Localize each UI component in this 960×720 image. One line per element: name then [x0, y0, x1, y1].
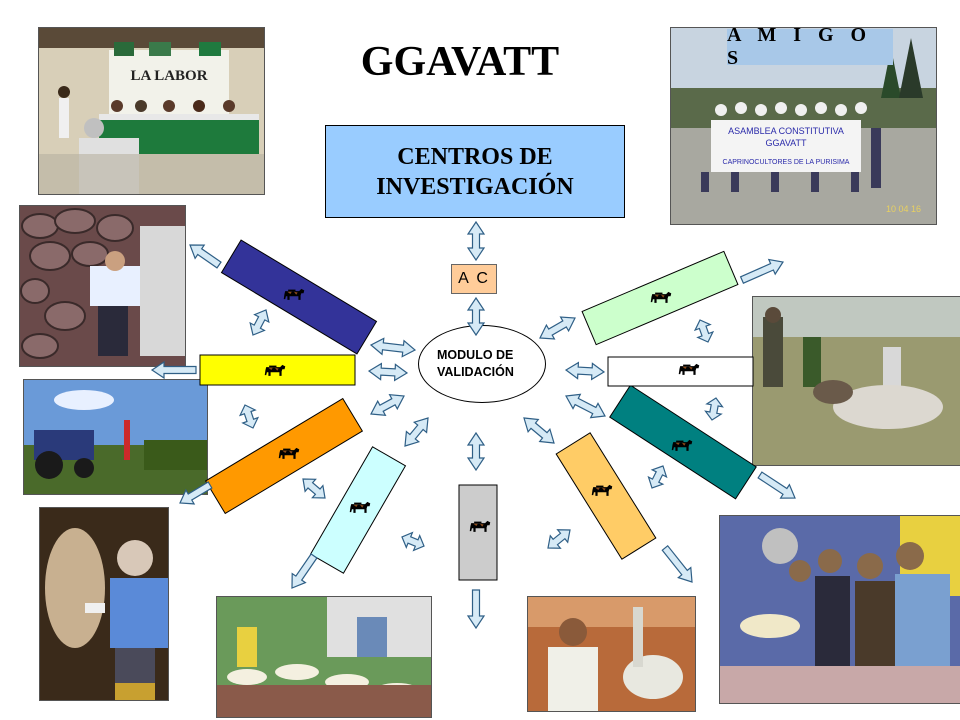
- double-arrow: [367, 362, 409, 382]
- arrow-group: [150, 220, 796, 630]
- research-centers-line2: INVESTIGACIÓN: [376, 173, 574, 200]
- double-arrow: [523, 417, 555, 444]
- ac-box: A C: [451, 264, 497, 294]
- validation-module-hub: MODULO DE VALIDACIÓN: [418, 325, 546, 403]
- friends-label: A M I G O S: [727, 24, 893, 69]
- photo-date-stamp: 10 04 16: [886, 204, 921, 214]
- double-arrow: [564, 361, 606, 381]
- page-title: GGAVATT: [360, 39, 560, 85]
- hub-line1: MODULO DE: [437, 348, 514, 362]
- arrow: [739, 258, 784, 284]
- node-lightcyan: [309, 446, 407, 574]
- node-lightorange: [555, 432, 657, 560]
- banner-text-line3: CAPRINOCULTORES DE LA PURISIMA: [723, 159, 850, 166]
- double-arrow: [539, 316, 576, 340]
- arrow: [291, 553, 318, 589]
- double-arrow: [466, 296, 486, 337]
- double-arrow: [647, 465, 668, 489]
- double-arrow: [302, 478, 326, 499]
- arrow: [661, 544, 693, 583]
- double-arrow: [466, 431, 486, 472]
- double-arrow: [238, 404, 260, 429]
- arrow: [189, 244, 222, 269]
- arrow: [757, 471, 796, 499]
- node-gray: [458, 484, 498, 581]
- double-arrow: [466, 220, 486, 262]
- double-arrow: [565, 393, 606, 419]
- hub-line2: VALIDACIÓN: [437, 365, 514, 379]
- photo-stone-wall: [19, 205, 186, 367]
- photo-crowd-hats: [216, 596, 432, 718]
- arrow: [466, 589, 486, 630]
- banner-text-line1: ASAMBLEA CONSTITUTIVA: [728, 126, 844, 136]
- research-centers-line1: CENTROS DE: [397, 143, 553, 170]
- double-arrow: [370, 394, 405, 416]
- research-centers-box: CENTROS DE INVESTIGACIÓN: [325, 125, 625, 218]
- double-arrow: [401, 531, 425, 552]
- arrow: [179, 481, 213, 505]
- arrow: [150, 360, 197, 380]
- double-arrow: [249, 309, 270, 336]
- double-arrow: [693, 319, 715, 343]
- photo-cattle-field: [752, 296, 960, 466]
- photo-tractor-field: [23, 379, 208, 495]
- photo-milking: [39, 507, 169, 701]
- double-arrow: [404, 417, 429, 447]
- double-arrow: [369, 337, 417, 358]
- photo-friends-group: ASAMBLEA CONSTITUTIVA GGAVATT CAPRINOCUL…: [670, 27, 937, 225]
- photo-meeting-stage: LA LABOR: [38, 27, 265, 195]
- banner-text-line2: GGAVATT: [765, 138, 807, 148]
- double-arrow: [547, 529, 571, 549]
- event-sign-text: LA LABOR: [130, 68, 207, 84]
- photo-goat-exam: [527, 596, 696, 712]
- double-arrow: [704, 397, 724, 421]
- photo-exhibition-crowd: [719, 515, 960, 704]
